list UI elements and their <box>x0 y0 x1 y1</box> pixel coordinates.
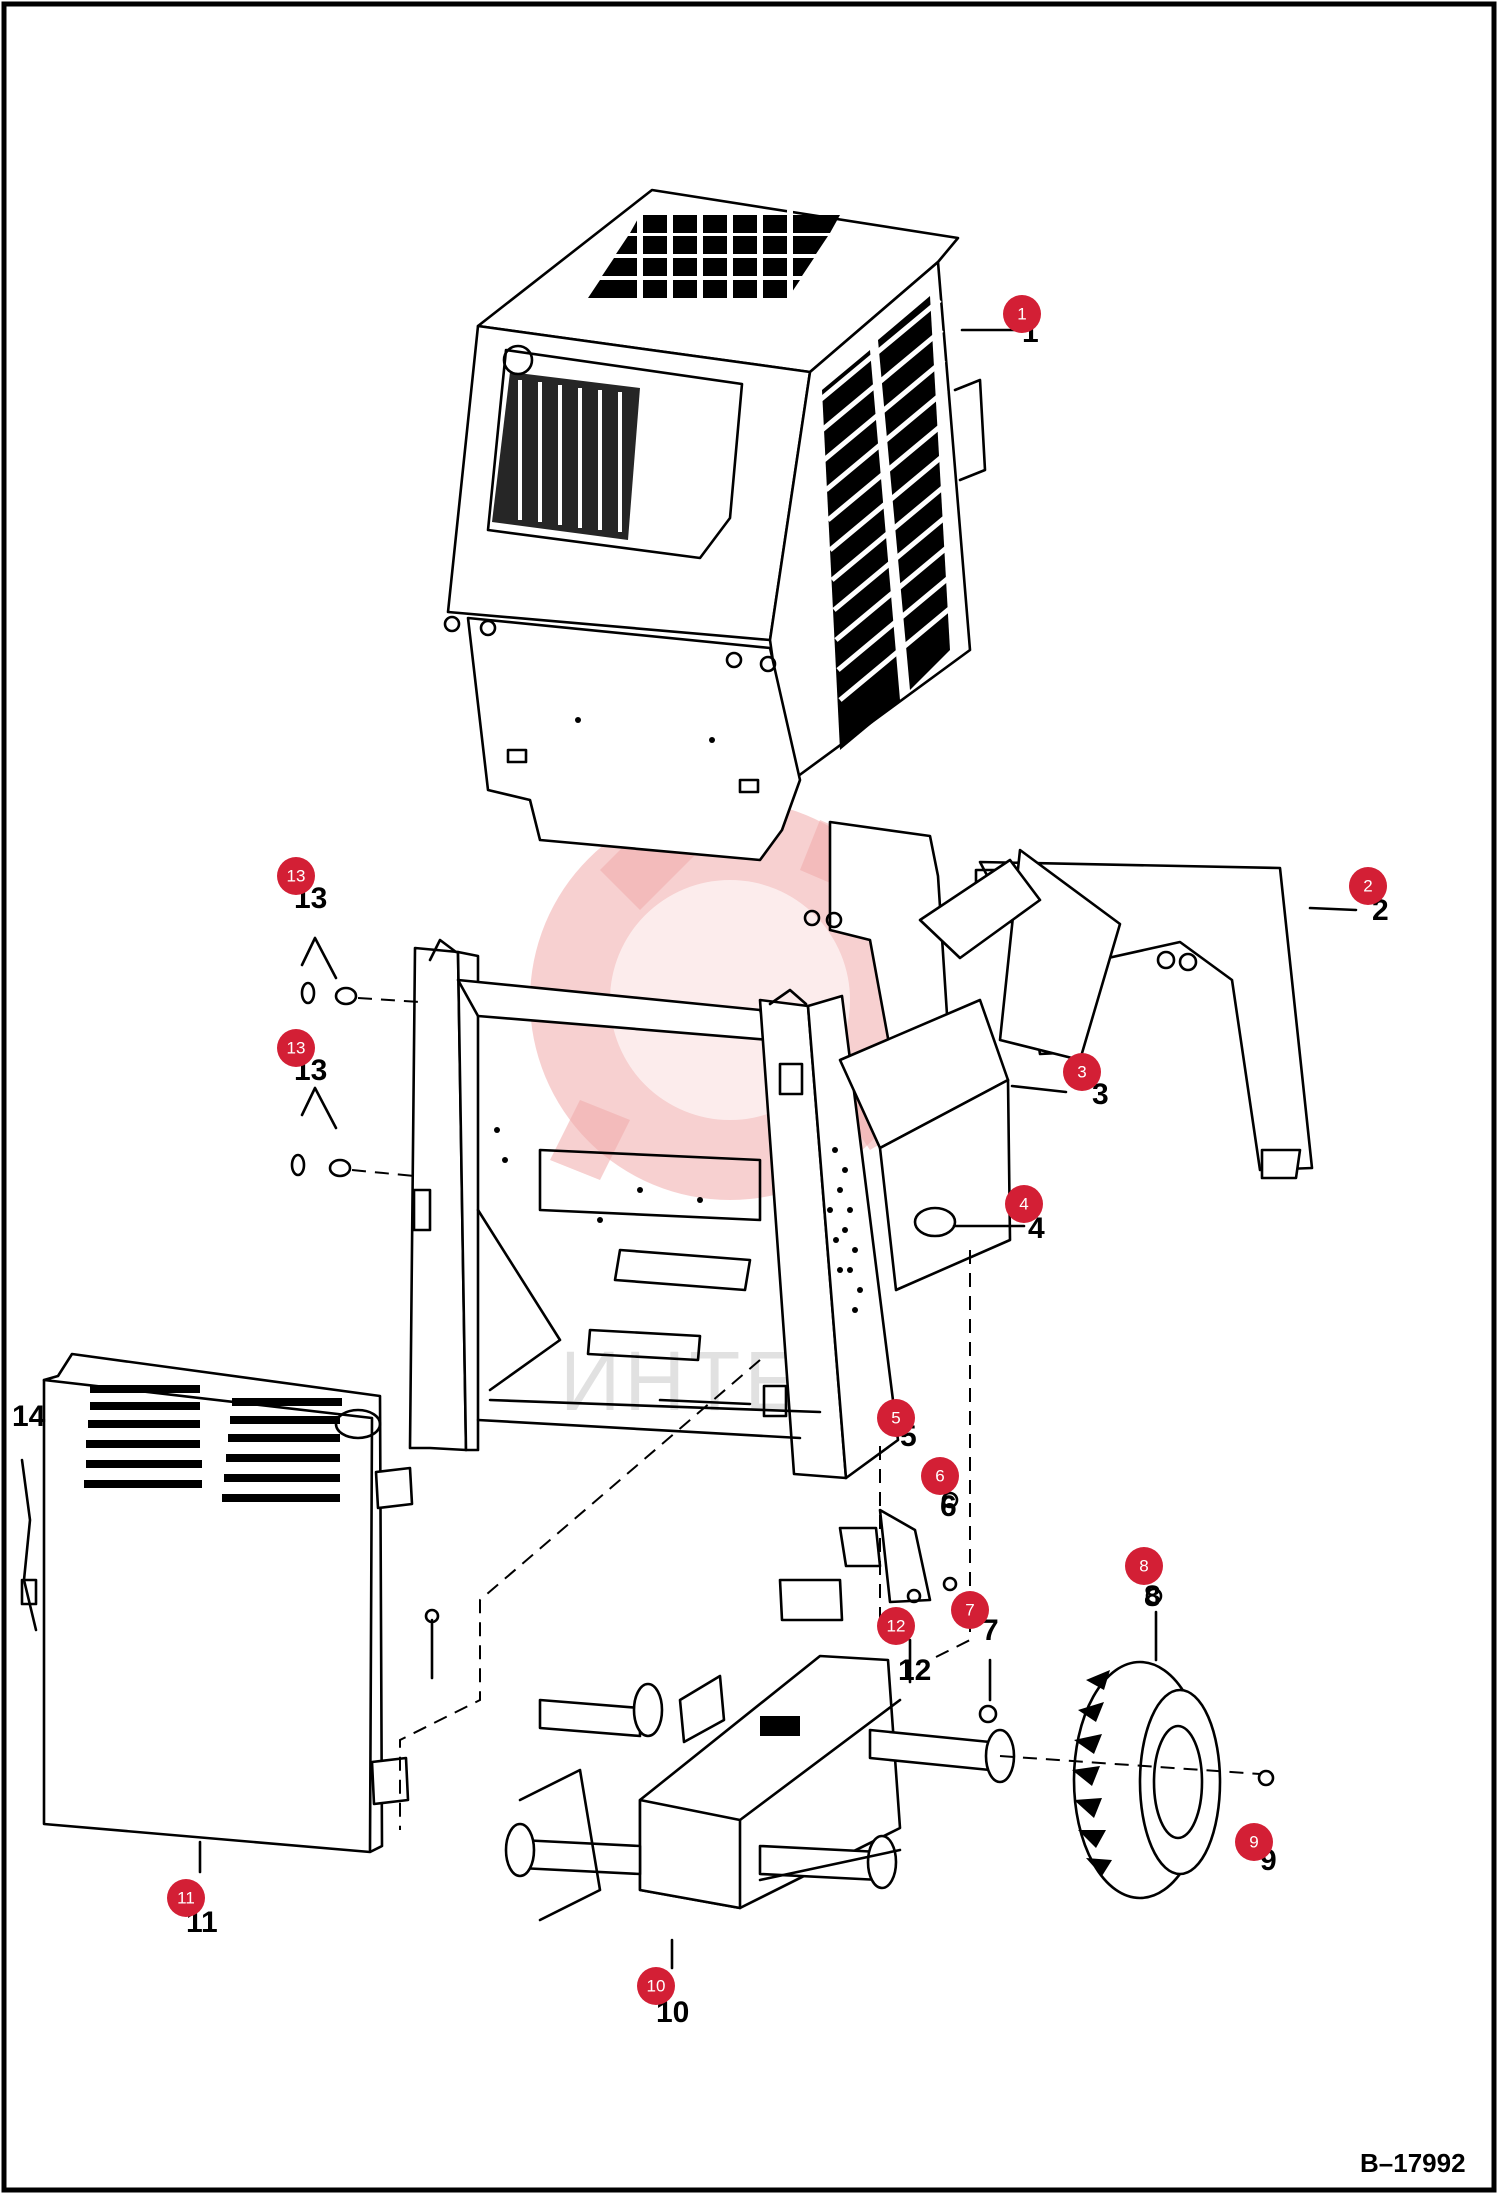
tire-tread <box>1072 1670 1112 1876</box>
svg-text:1: 1 <box>1017 305 1026 324</box>
parts-5-6-7-12-brackets <box>778 1491 1275 1787</box>
callout-text-12: 12 <box>898 1654 931 1687</box>
part-3-cross-tube <box>838 858 1042 1292</box>
svg-text:4: 4 <box>1019 1195 1028 1214</box>
badge-8[interactable]: 8 <box>1125 1547 1163 1585</box>
badge-6[interactable]: 6 <box>921 1457 959 1495</box>
badge-1[interactable]: 1 <box>1003 295 1041 333</box>
callout-text-8: 8 <box>1144 1580 1161 1613</box>
svg-text:7: 7 <box>965 1601 974 1620</box>
svg-text:5: 5 <box>891 1409 900 1428</box>
callout-text-7: 7 <box>982 1614 999 1647</box>
badge-12[interactable]: 12 <box>877 1607 915 1645</box>
badge-11[interactable]: 11 <box>167 1879 205 1917</box>
wheel-tire <box>1072 1610 1222 1900</box>
part-13-hardware-upper <box>300 936 358 1006</box>
part-10-axle-frame <box>504 1654 1016 1970</box>
leader-lines <box>952 328 1358 1228</box>
svg-text:13: 13 <box>287 1039 306 1058</box>
callout-text-6: 6 <box>940 1490 957 1523</box>
callout-text-3: 3 <box>1092 1078 1109 1111</box>
badge-2[interactable]: 2 <box>1349 867 1387 905</box>
svg-text:6: 6 <box>935 1467 944 1486</box>
part-11-rear-door <box>20 1352 440 1874</box>
badge-7[interactable]: 7 <box>951 1591 989 1629</box>
svg-text:9: 9 <box>1249 1833 1258 1852</box>
side-vent-dots <box>827 1147 863 1313</box>
drawing-reference-code: B–17992 <box>1360 2148 1466 2178</box>
svg-text:11: 11 <box>177 1889 195 1908</box>
badge-4[interactable]: 4 <box>1005 1185 1043 1223</box>
part-1-operator-cab <box>443 188 987 862</box>
callout-text-14: 14 <box>12 1400 46 1433</box>
svg-text:12: 12 <box>887 1617 906 1636</box>
badge-5[interactable]: 5 <box>877 1399 915 1437</box>
svg-text:10: 10 <box>647 1977 666 1996</box>
roof-grille <box>588 210 840 310</box>
badge-9[interactable]: 9 <box>1235 1823 1273 1861</box>
badge-10[interactable]: 10 <box>637 1967 675 2005</box>
badge-13-upper[interactable]: 13 <box>277 857 315 895</box>
svg-text:2: 2 <box>1363 877 1372 896</box>
badge-13-lower[interactable]: 13 <box>277 1029 315 1067</box>
main-frame <box>408 858 1042 1480</box>
callout-badges: 1 2 3 4 5 6 7 8 9 10 11 12 13 13 <box>167 295 1387 2005</box>
part-4-pivot-bushing <box>913 1206 957 1238</box>
door-louvers <box>84 1385 342 1502</box>
badge-3[interactable]: 3 <box>1063 1053 1101 1091</box>
svg-text:8: 8 <box>1139 1557 1148 1576</box>
svg-text:3: 3 <box>1077 1063 1086 1082</box>
svg-text:13: 13 <box>287 867 306 886</box>
part-13-hardware-lower <box>290 1086 352 1178</box>
